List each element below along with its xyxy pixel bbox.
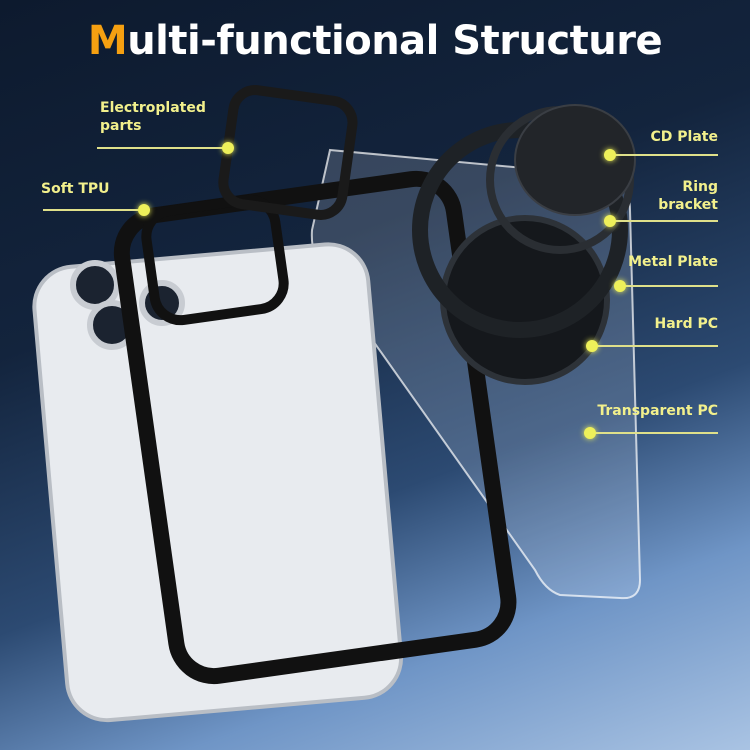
leader-line xyxy=(592,345,718,347)
leader-line xyxy=(43,209,143,211)
leader-line xyxy=(610,154,718,156)
label-electroplated-parts: Electroplated parts xyxy=(100,100,206,134)
cd-plate xyxy=(514,104,636,216)
label-soft-tpu: Soft TPU xyxy=(41,181,110,197)
marker-dot xyxy=(584,427,596,439)
title-accent-letter: M xyxy=(87,18,128,64)
page-title: Multi-functional Structure xyxy=(0,18,750,64)
marker-dot xyxy=(138,204,150,216)
title-rest: ulti-functional Structure xyxy=(127,18,663,64)
label-metal-plate: Metal Plate xyxy=(628,254,718,270)
phone-body xyxy=(32,242,404,723)
marker-dot xyxy=(586,340,598,352)
label-hard-pc: Hard PC xyxy=(654,316,719,332)
leader-line xyxy=(97,147,229,149)
leader-line xyxy=(590,432,718,434)
magnetic-ring xyxy=(412,122,628,338)
leader-line xyxy=(620,285,718,287)
marker-dot xyxy=(614,280,626,292)
camera-cutout xyxy=(141,194,289,326)
marker-dot xyxy=(604,215,616,227)
label-ring-bracket: Ring bracket xyxy=(658,179,718,213)
soft-tpu-bumper xyxy=(113,170,517,685)
label-cd-plate: CD Plate xyxy=(650,129,718,145)
marker-dot xyxy=(604,149,616,161)
leader-line xyxy=(610,220,718,222)
marker-dot xyxy=(222,142,234,154)
label-transparent-pc: Transparent PC xyxy=(597,403,718,419)
